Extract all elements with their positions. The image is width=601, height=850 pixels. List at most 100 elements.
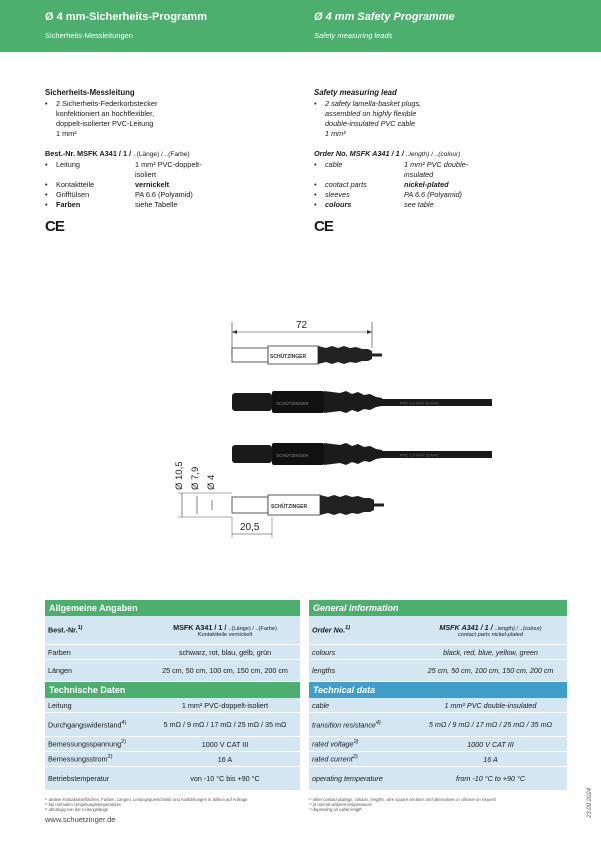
plug-black-middle: SCHÜTZINGER PVC 1,0 mm² 16 A AC xyxy=(232,391,492,413)
footnote-ref: 1) xyxy=(77,625,83,632)
plug-outline-top: SCHÜTZINGER xyxy=(231,345,382,365)
order-label-de: Best.-Nr. MSFK A341 / 1 / xyxy=(45,149,132,158)
row-value: 16 A xyxy=(217,754,233,764)
bullet-dot: • xyxy=(314,99,317,108)
brand-label: SCHÜTZINGER xyxy=(271,503,308,510)
footnotes-de: ¹⁾ andere Kontaktoberflächen, Farben, Lä… xyxy=(45,797,305,812)
brand-label: SCHÜTZINGER xyxy=(276,400,309,406)
intro-line-en: double-insulated PVC cable xyxy=(325,119,416,128)
bullet-dot: • xyxy=(314,160,317,169)
row-value-suffix: ..length) / ..(colour) xyxy=(494,625,542,632)
row-key: Order No. xyxy=(312,625,346,635)
table-row: Bemessungsspannung2) 1000 V CAT III xyxy=(45,737,300,752)
table-de: Allgemeine Angaben Best.-Nr.1) MSFK A341… xyxy=(45,600,300,791)
spec-key: Grifftülsen xyxy=(56,190,90,199)
intro-line-en: assembled on highly flexible xyxy=(325,109,417,118)
row-value: 1 mm² PVC-doppelt-isoliert xyxy=(181,700,269,710)
footnote: ³⁾ depending on cable length xyxy=(309,807,362,812)
table-row: colours black, red, blue, yellow, green xyxy=(309,645,567,660)
table-row: Betriebstemperatur von -10 °C bis +90 °C xyxy=(45,767,300,791)
row-value: 1000 V CAT III xyxy=(201,739,249,749)
order-number-de: Best.-Nr. MSFK A341 / 1 / ..(Länge) / ..… xyxy=(45,149,295,160)
page-subtitle-de: Sicherheits-Messleitungen xyxy=(45,31,133,40)
table-row: Durchgangswiderstand4) 5 mΩ / 9 mΩ / 17 … xyxy=(45,713,300,737)
spec-key: contact parts xyxy=(325,180,367,189)
spec-row-en: • cable 1 mm² PVC double-insulated xyxy=(314,160,564,180)
footnote-ref: 2) xyxy=(107,754,113,761)
brand-label: SCHÜTZINGER xyxy=(276,452,309,458)
dim-length-label: 72 xyxy=(296,320,308,331)
table-row: Best.-Nr.1) MSFK A341 / 1 / ..(Länge) / … xyxy=(45,616,300,645)
footnote: ²⁾ bei normalen Umgebungstemperaturen xyxy=(45,802,122,807)
spec-row-en: • colours see table xyxy=(314,200,564,210)
footnote: ³⁾ abhängig von der Leitungslänge xyxy=(45,807,109,812)
row-key: cable xyxy=(312,700,330,710)
intro-title-de: Sicherheits-Messleitung xyxy=(45,88,135,97)
cable-print: PVC 1,0 mm² 16 A AC xyxy=(400,401,439,406)
row-value-suffix: ..(Länge) / ..(Farbe) xyxy=(228,625,277,632)
row-key: lengths xyxy=(312,666,336,675)
spec-value: siehe Tabelle xyxy=(135,200,178,209)
row-value: 5 mΩ / 9 mΩ / 17 mΩ / 25 mΩ / 35 mΩ xyxy=(163,720,287,729)
row-key: Längen xyxy=(48,666,72,675)
dim-diameter-3: Ø 4 xyxy=(206,475,217,490)
row-value: MSFK A341 / 1 / xyxy=(173,622,227,632)
table-header-tech-en: Technical data xyxy=(309,682,567,698)
header-band: Ø 4 mm-Sicherheits-Programm Sicherheits-… xyxy=(0,0,601,52)
table-row: Order No.1) MSFK A341 / 1 / ..length) / … xyxy=(309,616,567,645)
order-label-en: Order No. MSFK A341 / 1 / xyxy=(314,149,404,158)
footnote-ref: 2) xyxy=(353,739,359,746)
website-link[interactable]: www.schuetzinger.de xyxy=(45,815,116,824)
row-value: 1 mm² PVC double-insulated xyxy=(444,700,537,710)
dim-diameter-2: Ø 7,9 xyxy=(190,467,201,490)
ce-mark-icon: CE xyxy=(45,218,65,235)
row-value-sub: Kontaktteile vernickelt xyxy=(197,631,253,638)
row-value: MSFK A341 / 1 / xyxy=(439,622,493,632)
spec-key: cable xyxy=(325,160,343,169)
brand-label: SCHÜTZINGER xyxy=(270,353,307,360)
intro-bullet-en: • 2 safety lamella-basket plugs, assembl… xyxy=(314,99,564,139)
cable-print: PVC 1,0 mm² 16 A AC xyxy=(400,453,439,458)
spec-value: isoliert xyxy=(135,170,157,179)
spec-value: 1 mm² PVC double- xyxy=(404,160,469,169)
table-row: cable 1 mm² PVC double-insulated xyxy=(309,698,567,713)
row-value-sub: contact parts nickel-plated xyxy=(458,631,523,638)
row-value: 25 cm, 50 cm, 100 cm, 150 cm, 200 cm xyxy=(162,666,288,675)
row-key: Farben xyxy=(48,647,71,657)
table-row: rated voltage2) 1000 V CAT III xyxy=(309,737,567,752)
table-row: operating temperature from -10 °C to +90… xyxy=(309,767,567,791)
footnote-ref: 2) xyxy=(352,754,358,761)
intro-line-en: 1 mm² xyxy=(325,129,346,138)
table-row: transition resistance4) 5 mΩ / 9 mΩ / 17… xyxy=(309,713,567,737)
intro-title-en: Safety measuring lead xyxy=(314,88,397,97)
footnote-ref: 1) xyxy=(345,625,351,632)
table-header-general-de: Allgemeine Angaben xyxy=(45,600,300,616)
row-key: Best.-Nr. xyxy=(48,625,78,635)
spec-key: sleeves xyxy=(325,190,350,199)
dim-grip-label: 20,5 xyxy=(240,522,260,533)
table-header-general-en: General information xyxy=(309,600,567,616)
intro-line-de: 1 mm² xyxy=(56,129,77,138)
intro-line-de: doppelt-isolierter PVC-Leitung xyxy=(56,119,154,128)
page-subtitle-en: Safety measuring leads xyxy=(314,31,393,40)
footnote: ²⁾ at normal ambient temperatures xyxy=(309,802,372,807)
footnote-ref: 2) xyxy=(121,739,127,746)
bullet-dot: • xyxy=(314,200,317,209)
page-title-de: Ø 4 mm-Sicherheits-Programm xyxy=(45,11,207,23)
page-title-en: Ø 4 mm Safety Programme xyxy=(314,11,455,23)
row-key: Bemessungsspannung xyxy=(48,739,122,749)
row-value: 16 A xyxy=(483,754,498,764)
row-value: 25 cm, 50 cm, 100 cm, 150 cm, 200 cm xyxy=(427,666,554,675)
spec-value: nickel-plated xyxy=(404,180,449,189)
row-key: rated voltage xyxy=(312,739,354,749)
footnote-ref: 4) xyxy=(121,719,127,726)
spec-value: PA 6.6 (Polyamid) xyxy=(135,190,193,199)
spec-row-de: • Leitung 1 mm² PVC-doppelt-isoliert xyxy=(45,160,295,180)
order-suffix-en: ..length) / ..(colour) xyxy=(405,151,461,158)
table-row: lengths 25 cm, 50 cm, 100 cm, 150 cm, 20… xyxy=(309,660,567,682)
row-value: from -10 °C to +90 °C xyxy=(455,774,526,783)
plug-black-lower: SCHÜTZINGER PVC 1,0 mm² 16 A AC xyxy=(232,443,492,465)
order-suffix-de: ..(Länge) / ..(Farbe) xyxy=(133,151,190,158)
intro-line-de: 2 Sicherheits-Federkorbstecker xyxy=(56,99,158,108)
spec-row-en: • contact parts nickel-plated xyxy=(314,180,564,190)
